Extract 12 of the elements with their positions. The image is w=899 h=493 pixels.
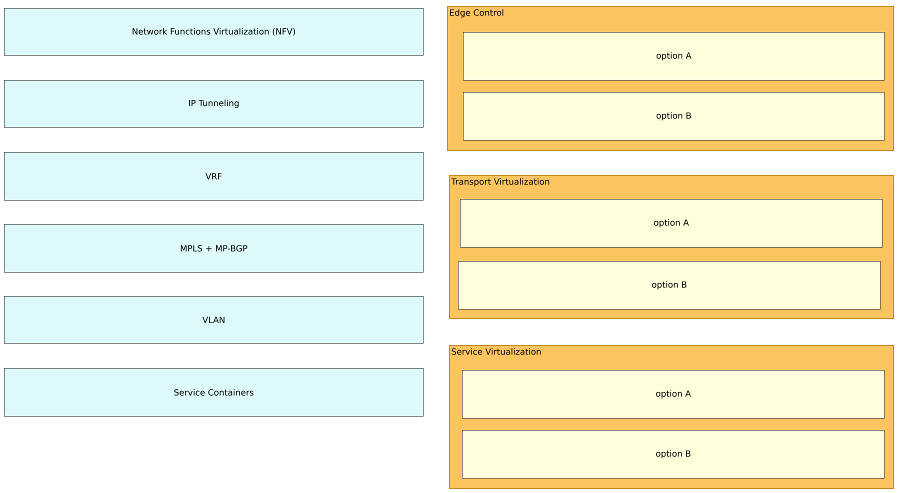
option-box: option A [462,370,885,419]
option-box: option A [460,199,883,248]
option-box: option A [463,32,885,81]
answer-box: Network Functions Virtualization (NFV) [4,8,424,56]
option-box: option B [463,92,885,141]
option-box: option B [458,261,881,310]
option-box: option B [462,430,885,479]
answer-box: IP Tunneling [4,80,424,128]
answer-box: VRF [4,152,424,201]
answer-box: Service Containers [4,368,424,417]
answer-box: VLAN [4,296,424,344]
answer-box: MPLS + MP-BGP [4,224,424,273]
